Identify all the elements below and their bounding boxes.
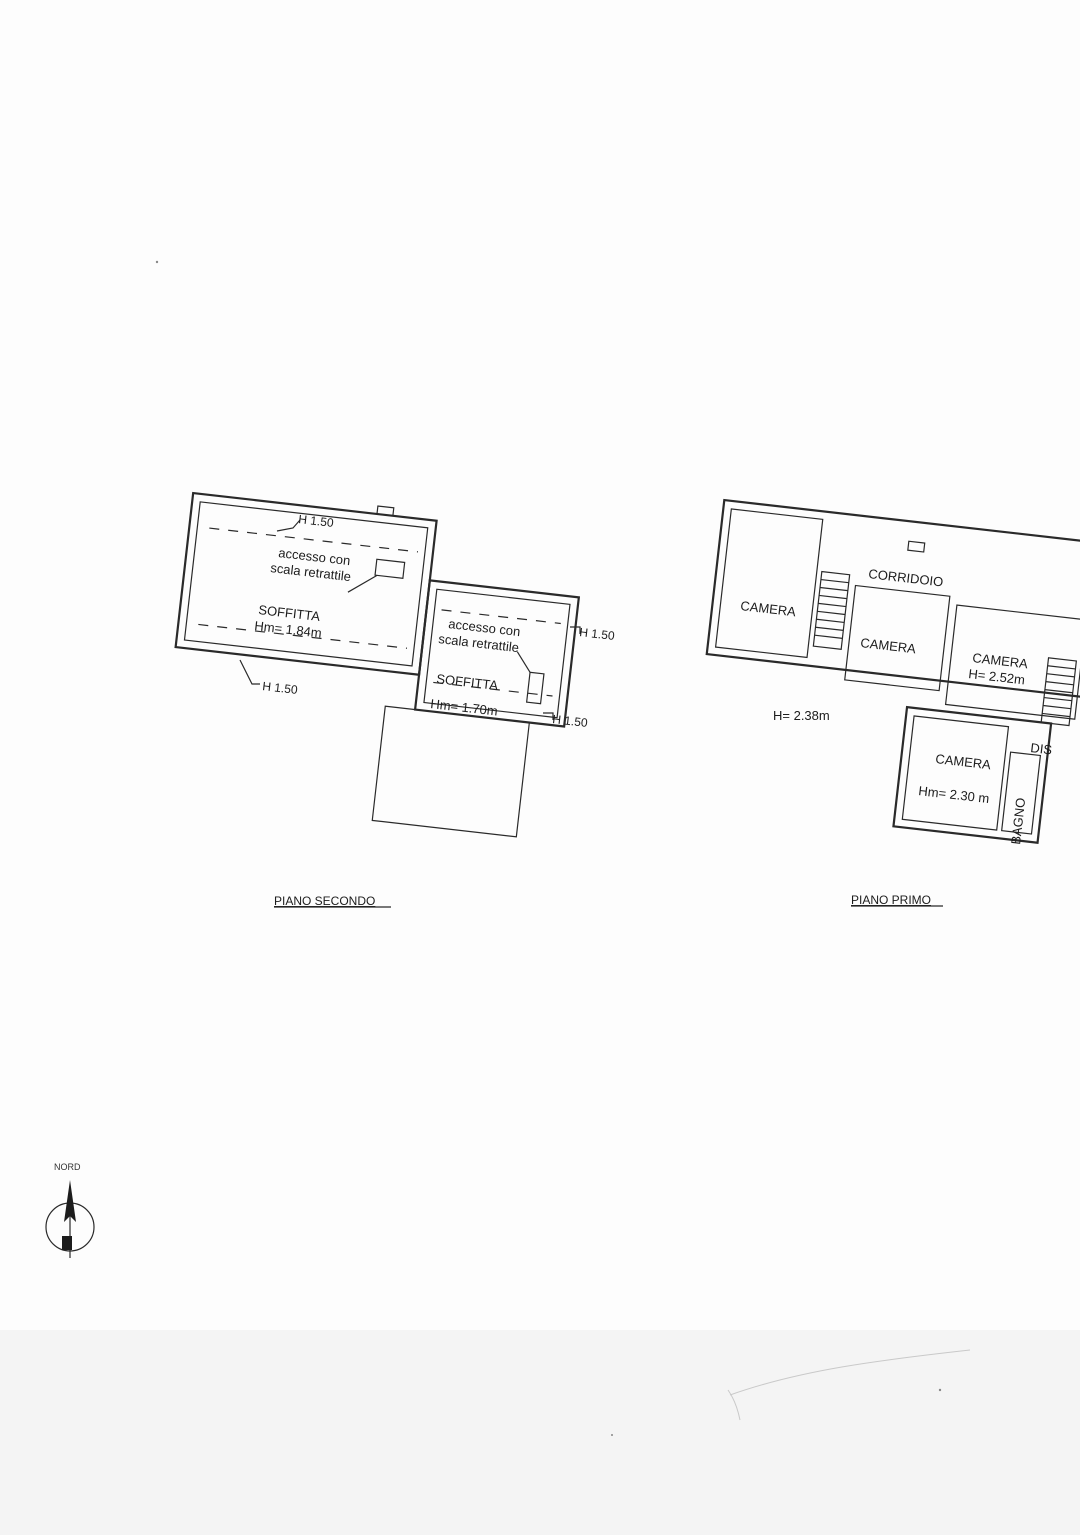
bathroom-label: BAGNO [1008, 797, 1028, 845]
attic-room-right-inner [423, 588, 571, 719]
room-camera-2 [844, 584, 951, 692]
retractable-stair-hatch [525, 671, 545, 705]
scan-smudge [729, 1349, 971, 1396]
terrace-outline [371, 705, 531, 838]
general-height: H= 2.38m [773, 708, 830, 723]
floor-title: PIANO SECONDO [274, 894, 375, 908]
scan-band [0, 1330, 1080, 1535]
chimney [907, 540, 926, 553]
room-height: H= 2.52m [968, 666, 1026, 687]
height-marker-leader [239, 659, 260, 685]
slope-line [441, 609, 561, 625]
upper-block [705, 498, 1080, 699]
chimney [376, 505, 395, 517]
scan-dot [938, 1388, 942, 1392]
second-floor-plan [174, 491, 581, 838]
slope-line [433, 681, 553, 697]
dis-label: DIS [1030, 740, 1054, 757]
room-camera-3 [944, 604, 1080, 720]
bathroom [1001, 751, 1042, 835]
compass-marker [62, 1236, 72, 1250]
retractable-stair-hatch [374, 558, 406, 579]
staircase [812, 570, 851, 650]
height-label: H 1.50 [579, 625, 616, 643]
room-height: Hm= 2.30 m [918, 783, 990, 806]
room-name: CAMERA [860, 635, 917, 656]
scan-dot [611, 1434, 613, 1436]
room-name: CAMERA [740, 598, 797, 619]
corridor-label: CORRIDOIO [868, 566, 944, 589]
first-floor-plan [705, 498, 1080, 844]
scan-smudge [727, 1389, 741, 1421]
slope-line [209, 527, 419, 553]
height-marker-leader [543, 712, 554, 720]
room-camera-4 [901, 715, 1010, 831]
room-name: CAMERA [972, 650, 1029, 671]
floor-title: PIANO PRIMO [851, 893, 931, 907]
attic-room-left-inner [183, 501, 429, 667]
room-name: SOFFITTA [258, 602, 321, 624]
height-marker-leader [276, 519, 301, 532]
leader-line [516, 651, 531, 673]
height-label: H 1.50 [552, 712, 589, 730]
room-name: CAMERA [935, 751, 992, 772]
compass-label: NORD [54, 1162, 81, 1172]
height-label: H 1.50 [262, 679, 299, 697]
room-camera-1 [714, 508, 824, 659]
north-compass: NORD [45, 1162, 95, 1258]
lower-block [892, 705, 1053, 844]
stair-treads [814, 578, 849, 639]
north-arrow-icon [64, 1180, 76, 1222]
room-name: SOFFITTA [436, 671, 499, 693]
leader-line [347, 574, 378, 593]
height-marker-leader [570, 626, 581, 634]
slope-line [198, 623, 408, 649]
height-label: H 1.50 [298, 512, 335, 530]
stair-treads-right [1042, 665, 1076, 718]
scan-dot [155, 260, 159, 264]
